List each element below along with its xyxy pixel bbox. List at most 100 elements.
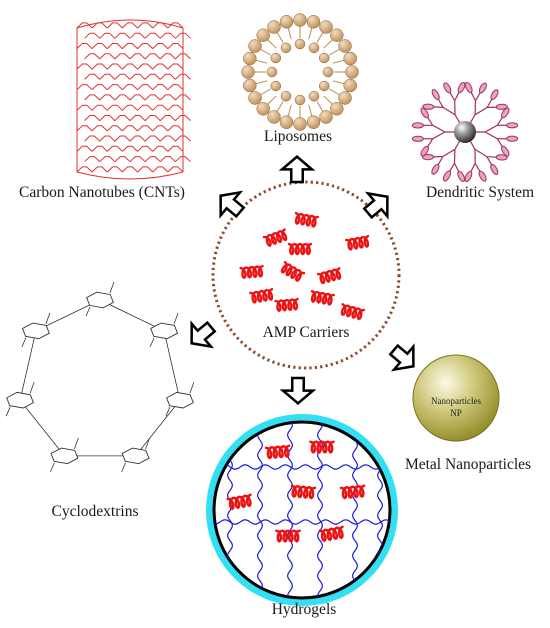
lipid-head-outer	[248, 39, 262, 53]
dendrimer-branch	[433, 106, 444, 108]
direction-arrow	[190, 320, 217, 349]
label-dendritic-system: Dendritic System	[426, 184, 534, 201]
nanoparticle-label-line1: Nanoparticles	[431, 396, 481, 406]
peptide-helix	[318, 525, 344, 543]
dendrimer-branch	[437, 156, 444, 166]
lipid-head-outer	[345, 65, 359, 79]
peptide-helix	[264, 444, 291, 460]
peptide-helix	[310, 289, 335, 306]
dendrimer-end-group	[495, 154, 508, 161]
hydroxyl-bond	[149, 337, 155, 348]
lipid-head-inner	[280, 42, 292, 54]
lipid-head-outer	[248, 91, 262, 105]
glucose-ring	[86, 291, 114, 309]
hydrogel-fiber	[214, 519, 390, 525]
hydrogel-fiber	[256, 422, 264, 598]
lipid-head-inner	[322, 66, 334, 78]
lipid-tail	[308, 27, 313, 40]
peptide-helix	[262, 228, 288, 247]
glycosidic-bond	[99, 299, 165, 332]
peptide-helix	[294, 211, 319, 228]
dendrimer-branch	[484, 124, 498, 133]
lipid-head-inner	[270, 80, 282, 92]
lipid-head-outer	[279, 115, 294, 129]
peptide-helix	[287, 242, 313, 256]
dendrimer-branch	[442, 148, 456, 158]
dendrimer-end-group	[443, 82, 452, 94]
hydroxyl-bond	[85, 306, 91, 317]
nanotube-rim-top	[76, 19, 184, 29]
glycosidic-bond	[135, 399, 181, 457]
lipid-head-outer	[343, 51, 357, 66]
lipid-head-outer	[306, 115, 321, 129]
hydroxyl-bond	[50, 462, 55, 473]
liposome-graphic	[241, 13, 359, 131]
lipid-tail	[329, 48, 341, 56]
lipid-head-outer	[241, 65, 255, 79]
dendrimer-branch	[486, 156, 493, 166]
lipid-head-outer	[243, 51, 257, 66]
dendrimer-end-group	[442, 170, 452, 182]
lipid-tail	[332, 59, 345, 64]
label-metal-nanoparticles: Metal Nanoparticles	[405, 456, 531, 473]
dendrimer-branch	[426, 116, 434, 126]
lipid-head-outer	[267, 20, 281, 34]
dendrimer-end-group	[490, 89, 499, 101]
dendrimer-end-group	[411, 135, 424, 142]
arrows	[190, 155, 415, 405]
label-cyclodextrins: Cyclodextrins	[52, 503, 139, 520]
lipid-tail	[287, 104, 292, 117]
lipid-head-outer	[319, 110, 333, 124]
dendrimer-branch	[486, 98, 493, 108]
lipid-tail	[323, 39, 333, 49]
lipid-tail	[316, 31, 324, 43]
hydroxyl-bond	[45, 312, 51, 325]
lipid-tail	[323, 95, 333, 105]
dendrimer-branch	[449, 91, 456, 101]
hydroxyl-bond	[29, 382, 35, 394]
lipid-tail	[329, 88, 341, 96]
lipid-head-inner	[266, 66, 278, 78]
hydroxyl-bond	[189, 382, 195, 394]
lipid-head-outer	[267, 110, 281, 124]
lipid-head-inner	[318, 52, 330, 64]
direction-arrow	[362, 191, 389, 220]
lipid-head-outer	[343, 78, 357, 93]
hydroxyl-bond	[74, 437, 79, 450]
dendrimer-end-group	[478, 82, 487, 94]
dendrimer-end-group	[478, 170, 487, 182]
dendrimer-branch	[470, 91, 477, 101]
nanoparticle-label-line2: NP	[450, 408, 462, 418]
glucose-ring	[50, 447, 79, 465]
hydrogel-graphic	[206, 414, 398, 606]
hydrogel-fiber	[286, 422, 294, 598]
lipid-head-outer	[293, 13, 307, 27]
hydroxyl-bond	[5, 407, 11, 417]
lipid-tail	[308, 104, 313, 117]
lipid-head-outer	[256, 102, 270, 116]
lipid-tail	[255, 80, 268, 85]
metal-nanoparticle-graphic: Nanoparticles NP	[412, 354, 500, 442]
glycosidic-bond	[163, 330, 181, 401]
amp-carriers-center: AMP Carriers	[211, 180, 401, 370]
lipid-tail	[276, 101, 284, 113]
lipid-tail	[259, 88, 271, 96]
dendrimer-branch	[486, 156, 497, 158]
hydrogel-fiber	[214, 464, 390, 470]
dendrimer-end-group	[501, 107, 510, 119]
dendrimer-end-group	[464, 81, 473, 94]
nanotube-lattice	[76, 22, 191, 173]
glycosidic-bond	[19, 399, 65, 457]
dendrimer-branch	[426, 138, 434, 148]
glucose-ring	[150, 322, 179, 340]
dendrimer-end-group	[495, 103, 508, 110]
lipid-head-inner	[280, 90, 292, 102]
label-carbon-nanotubes: Carbon Nanotubes (CNTs)	[19, 184, 185, 201]
lipid-head-outer	[319, 20, 333, 34]
hydroxyl-bond	[173, 312, 179, 325]
peptide-helix	[280, 260, 306, 282]
glycosidic-bond	[19, 330, 37, 401]
lipid-tail	[316, 101, 324, 113]
dendrimer-branch	[474, 148, 488, 158]
